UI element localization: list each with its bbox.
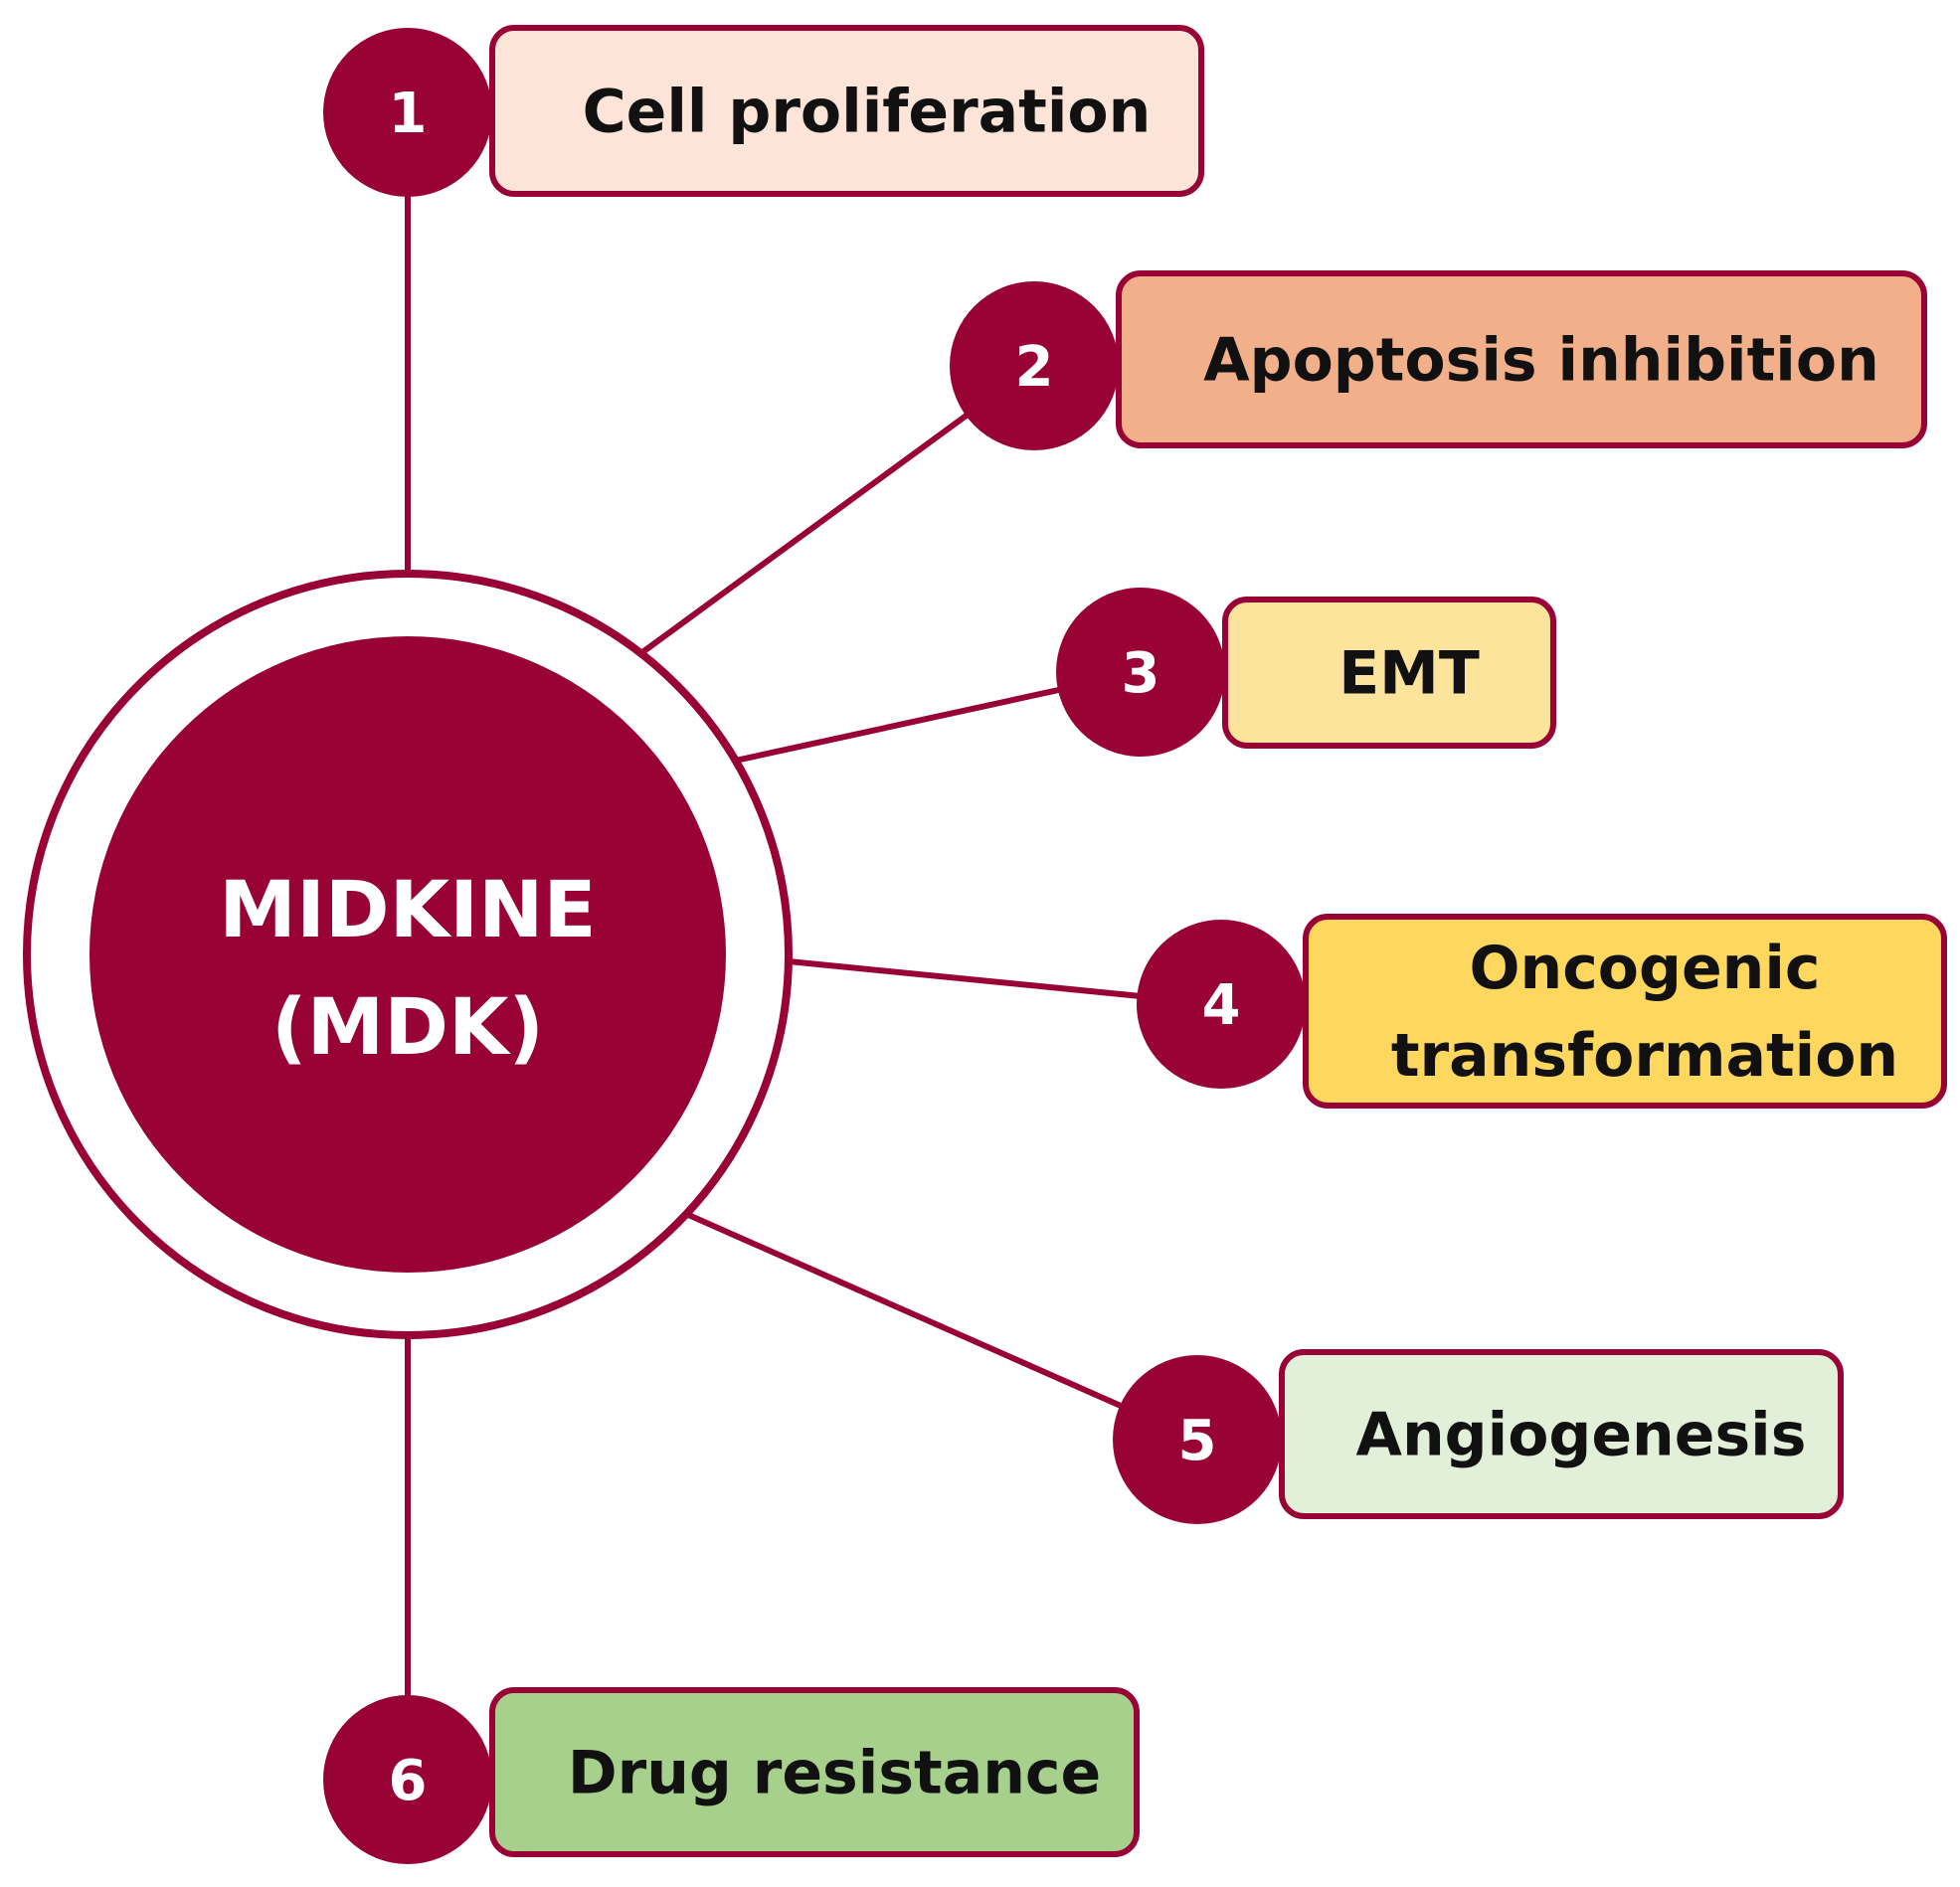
function-node-6: Drug resistance 6: [323, 1687, 1140, 1864]
hub-inner-circle: [89, 636, 726, 1273]
label-box-3: [1222, 597, 1556, 749]
number-label-4: 4: [1202, 973, 1241, 1038]
connector-5: [675, 1207, 1199, 1443]
number-circle-4: [1137, 920, 1306, 1089]
label-box-6: [489, 1687, 1140, 1857]
number-label-1: 1: [389, 82, 428, 146]
number-label-5: 5: [1178, 1409, 1217, 1473]
number-circle-3: [1056, 588, 1225, 757]
label-text-3: EMT: [1338, 639, 1480, 709]
label-text-5: Angiogenesis: [1356, 1401, 1807, 1470]
label-text-4-line-2: transformation: [1391, 1021, 1898, 1091]
number-label-2: 2: [1015, 335, 1054, 400]
connector-2: [622, 363, 1036, 669]
function-node-2: Apoptosis inhibition 2: [950, 270, 1927, 450]
function-node-3: EMT 3: [1056, 588, 1556, 757]
label-box-4: [1303, 914, 1947, 1109]
label-box-5: [1279, 1349, 1844, 1519]
function-node-1: Cell proliferation 1: [323, 25, 1204, 197]
number-label-6: 6: [389, 1749, 428, 1813]
number-label-3: 3: [1122, 641, 1160, 706]
label-box-2: [1116, 270, 1927, 448]
label-text-6: Drug resistance: [568, 1739, 1101, 1808]
function-node-4: Oncogenic transformation 4: [1137, 914, 1947, 1109]
label-text-1: Cell proliferation: [583, 78, 1152, 147]
hub-subtitle: (MDK): [271, 983, 544, 1073]
label-box-1: [489, 25, 1204, 197]
label-text-4-line-1: Oncogenic: [1470, 934, 1821, 1003]
midkine-hub: MIDKINE (MDK): [23, 570, 793, 1339]
number-circle-6: [323, 1695, 492, 1864]
number-circle-5: [1113, 1355, 1282, 1524]
number-circle-1: [323, 28, 492, 197]
function-node-5: Angiogenesis 5: [1113, 1349, 1844, 1524]
label-text-2: Apoptosis inhibition: [1203, 326, 1879, 396]
number-circle-2: [950, 281, 1119, 450]
hub-title: MIDKINE: [219, 866, 596, 955]
